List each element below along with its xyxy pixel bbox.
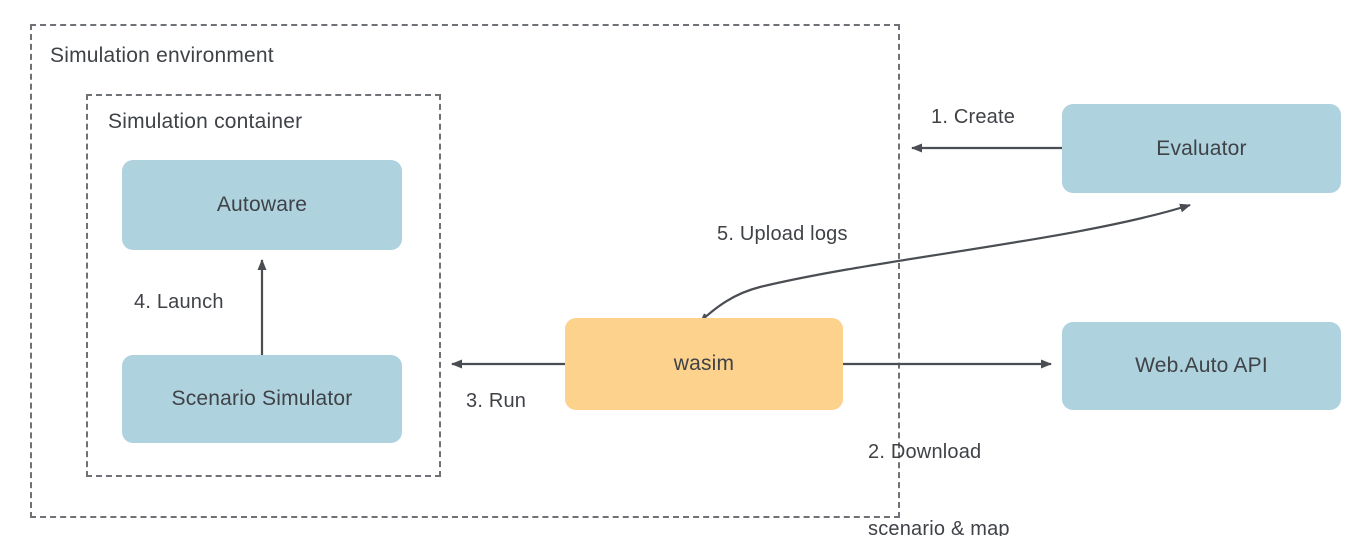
node-web-auto-api-label: Web.Auto API <box>1135 354 1268 377</box>
node-evaluator[interactable]: Evaluator <box>1062 104 1341 193</box>
node-autoware-label: Autoware <box>216 193 308 216</box>
group-simulation-container-label: Simulation container <box>108 110 303 133</box>
edge-label-run: 3. Run <box>466 390 527 412</box>
node-web-auto-api[interactable]: Web.Auto API <box>1062 322 1341 410</box>
group-simulation-environment-label: Simulation environment <box>50 44 274 67</box>
node-scenario-simulator-label: Scenario Simulator <box>171 387 353 410</box>
node-evaluator-label: Evaluator <box>1156 136 1247 160</box>
node-wasim-label: wasim <box>673 352 735 375</box>
edge-label-download-line2: scenario & map <box>868 517 1010 536</box>
node-autoware[interactable]: Autoware <box>122 160 402 250</box>
edge-label-create: 1. Create <box>931 106 1016 128</box>
edge-label-download-line1: 2. Download <box>868 441 982 464</box>
node-scenario-simulator[interactable]: Scenario Simulator <box>122 355 402 443</box>
node-wasim[interactable]: wasim <box>565 318 843 410</box>
edge-label-download: 2. Download scenario & map <box>868 389 1010 536</box>
edge-label-upload-logs: 5. Upload logs <box>717 223 848 245</box>
edge-label-launch: 4. Launch <box>134 291 224 313</box>
group-simulation-container <box>86 94 441 477</box>
